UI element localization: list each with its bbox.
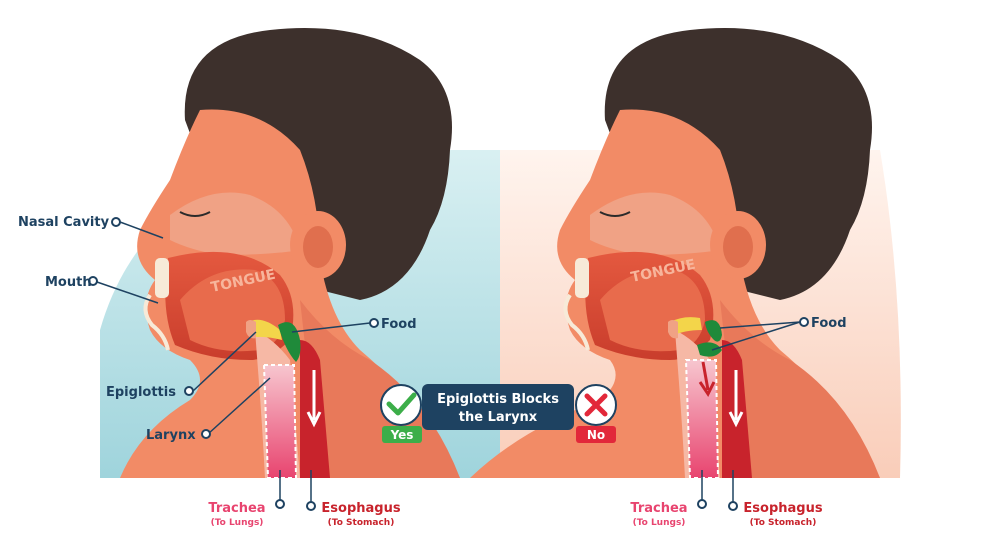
- banner-title-line2: the Larynx: [459, 410, 538, 425]
- dot-esophagus-right: [728, 501, 738, 511]
- dot-larynx: [201, 429, 211, 439]
- leader-dots: [88, 217, 809, 511]
- leader-epiglottis: [192, 331, 257, 392]
- dot-mouth: [88, 276, 98, 286]
- leader-food-right-b: [711, 321, 801, 351]
- left-teeth: [155, 258, 169, 298]
- right-ear-inner: [723, 226, 753, 268]
- left-esophagus-arrow: [306, 370, 322, 428]
- right-teeth: [575, 258, 589, 298]
- label-trachea-left: Trachea: [208, 501, 265, 516]
- dot-food-left: [369, 318, 379, 328]
- right-hair: [604, 28, 872, 300]
- label-esophagus-right-sub: (To Stomach): [750, 518, 817, 528]
- right-lips: [563, 293, 590, 351]
- label-food-left: Food: [381, 317, 417, 332]
- label-trachea-left-sub: (To Lungs): [211, 518, 264, 528]
- right-eye-icon: [599, 211, 631, 217]
- label-trachea-right: Trachea: [630, 501, 687, 516]
- right-food-lower: [697, 342, 722, 357]
- leader-larynx: [207, 377, 271, 435]
- leader-lines: [96, 221, 801, 502]
- label-food-right: Food: [811, 316, 847, 331]
- dot-trachea-left: [275, 499, 285, 509]
- label-epiglottis: Epiglottis: [106, 385, 176, 400]
- label-trachea-right-sub: (To Lungs): [633, 518, 686, 528]
- left-hair: [184, 28, 452, 300]
- no-label: No: [587, 428, 605, 442]
- right-trachea-arrow: [698, 361, 716, 397]
- leader-mouth: [96, 281, 159, 304]
- dot-epiglottis: [184, 386, 194, 396]
- right-epiglottis-shade: [668, 320, 678, 339]
- right-food-upper: [705, 320, 722, 342]
- label-mouth: Mouth: [45, 275, 92, 290]
- no-label-box: [576, 426, 616, 443]
- left-ear-inner: [303, 226, 333, 268]
- center-banner: Epiglottis Blocks the Larynx Yes No: [380, 384, 617, 443]
- right-esophagus-arrow: [728, 370, 744, 428]
- label-esophagus-left: Esophagus: [321, 501, 400, 516]
- leader-nasal-cavity: [119, 221, 164, 239]
- banner-title-line1: Epiglottis Blocks: [437, 392, 559, 407]
- left-nasal-cavity: [170, 192, 300, 255]
- left-lips: [143, 293, 170, 351]
- label-esophagus-right: Esophagus: [743, 501, 822, 516]
- right-trachea: [684, 359, 720, 479]
- label-esophagus-left-sub: (To Stomach): [328, 518, 395, 528]
- label-nasal-cavity: Nasal Cavity: [18, 215, 110, 230]
- yes-label: Yes: [390, 428, 414, 442]
- dot-trachea-right: [697, 499, 707, 509]
- left-eye-icon: [179, 211, 211, 217]
- dot-food-right: [799, 317, 809, 327]
- banner-box: [422, 384, 574, 430]
- yes-label-box: [382, 426, 422, 443]
- yes-check-icon: [386, 392, 417, 416]
- right-nasal-cavity: [590, 192, 720, 255]
- right-neck-shade: [720, 300, 880, 478]
- dot-nasal-cavity: [111, 217, 121, 227]
- no-cross-icon: [584, 393, 608, 417]
- dot-esophagus-left: [306, 501, 316, 511]
- leader-food-left: [291, 322, 371, 333]
- label-larynx: Larynx: [146, 428, 196, 443]
- leader-food-right-a: [719, 321, 801, 329]
- left-epiglottis: [248, 319, 282, 340]
- left-trachea: [262, 364, 298, 479]
